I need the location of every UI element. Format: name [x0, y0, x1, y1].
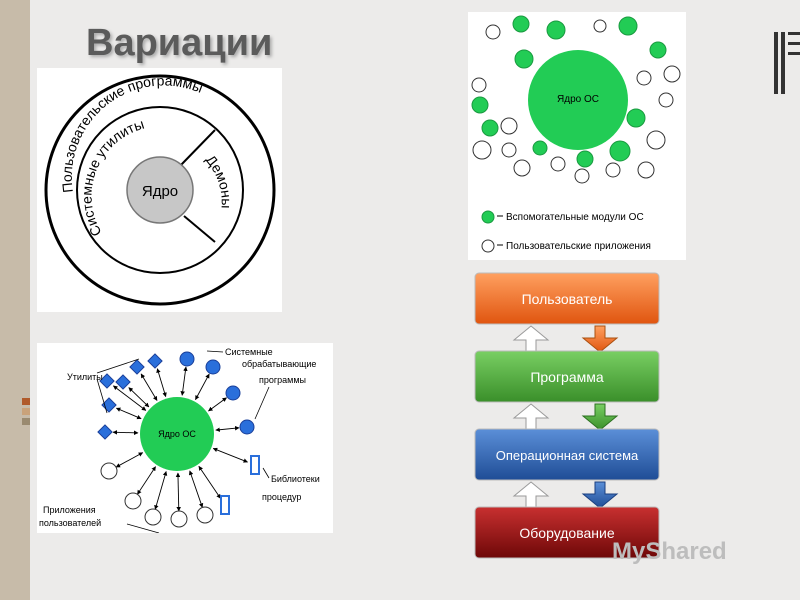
app-bubble [574, 168, 590, 184]
user-app-circle [100, 462, 118, 480]
app-bubble [472, 140, 492, 160]
corner-decoration [774, 32, 800, 94]
system-program-circle [179, 351, 195, 367]
module-bubbles [471, 15, 681, 184]
module-bubble [609, 140, 631, 162]
system-program-circle [239, 419, 255, 435]
layer-hardware-label: Оборудование [519, 525, 614, 541]
libraries-label-2: процедур [262, 492, 301, 502]
layer-os-label: Операционная система [496, 448, 639, 463]
client-items [97, 351, 260, 528]
layer-user-label: Пользователь [522, 291, 613, 307]
left-decor-stripe [0, 0, 30, 600]
legend-app-label: Пользовательские приложения [506, 241, 651, 252]
app-bubble [501, 142, 517, 158]
module-bubble [649, 41, 667, 59]
modular-core-label: Ядро ОС [557, 94, 599, 105]
module-bubble [618, 16, 638, 36]
module-bubble [471, 96, 489, 114]
layer-hardware [474, 506, 660, 559]
module-bubble [532, 140, 548, 156]
user-app-circle [170, 510, 188, 528]
app-bubble [485, 24, 501, 40]
modular-diagram-panel: Ядро ОС Вспомогательные модули ОС Пользо… [468, 12, 686, 260]
app-bubble [636, 70, 652, 86]
app-bubble [637, 161, 655, 179]
slide-title: Вариации [86, 22, 273, 64]
modular-core [528, 50, 628, 150]
libraries-label-1: Библиотеки [271, 474, 320, 484]
app-bubble [646, 130, 666, 150]
system-program-circle [225, 385, 241, 401]
utility-diamond [101, 397, 117, 413]
app-bubble [471, 77, 487, 93]
app-bubble [605, 162, 621, 178]
client-core-label: Ядро ОС [158, 429, 196, 439]
layer-stack-panel: Пользователь Программа Операционная сист… [468, 268, 668, 568]
layer-user [474, 272, 660, 325]
client-core [140, 397, 214, 471]
legend-app-icon [481, 239, 495, 253]
kernel-clients-panel: Ядро ОС Утилиты Системные обрабатывающие… [37, 343, 333, 533]
apps-label-2: пользователей [39, 518, 101, 528]
layer-os [474, 428, 660, 481]
module-bubble [514, 49, 534, 69]
app-bubble [550, 156, 566, 172]
layer-stack: Пользователь Программа Операционная сист… [474, 272, 660, 559]
modular-diagram: Ядро ОС Вспомогательные модули ОС Пользо… [471, 15, 681, 253]
core-circle [126, 156, 194, 224]
app-bubble [663, 65, 681, 83]
app-bubble [500, 117, 518, 135]
utility-diamond [99, 373, 115, 389]
module-bubble [576, 150, 594, 168]
utility-diamond [97, 424, 113, 440]
system-programs-label-1: Системные [225, 347, 273, 357]
module-bubble [512, 15, 530, 33]
user-app-circle [196, 506, 214, 524]
utility-diamond [129, 359, 145, 375]
user-app-circle [144, 508, 162, 526]
apps-label-1: Приложения [43, 505, 96, 515]
app-bubble [513, 159, 531, 177]
system-programs-label-3: программы [259, 375, 306, 385]
watermark: MyShared [612, 538, 727, 565]
module-bubble [626, 108, 646, 128]
stripe-marks [22, 398, 30, 428]
system-program-circle [205, 359, 221, 375]
app-bubble [658, 92, 674, 108]
kernel-clients-diagram: Ядро ОС Утилиты Системные обрабатывающие… [39, 347, 320, 533]
user-app-circle [124, 492, 142, 510]
module-bubble [481, 119, 499, 137]
library-block [250, 455, 260, 475]
system-programs-label-2: обрабатывающие [242, 359, 316, 369]
layered-diagram-panel: Ядро Пользовательские программы Системны… [37, 68, 282, 312]
core-label: Ядро [142, 183, 178, 200]
layered-diagram: Ядро Пользовательские программы Системны… [44, 72, 276, 306]
utilities-label: Утилиты [67, 372, 103, 382]
module-bubble [546, 20, 566, 40]
layer-program-label: Программа [530, 369, 604, 385]
layer-program [474, 350, 660, 403]
library-block [220, 495, 230, 515]
legend-module-label: Вспомогательные модули ОС [506, 212, 644, 223]
app-bubble [593, 19, 607, 33]
utility-diamond [147, 353, 163, 369]
utility-diamond [115, 374, 131, 390]
legend-module-icon [481, 210, 495, 224]
